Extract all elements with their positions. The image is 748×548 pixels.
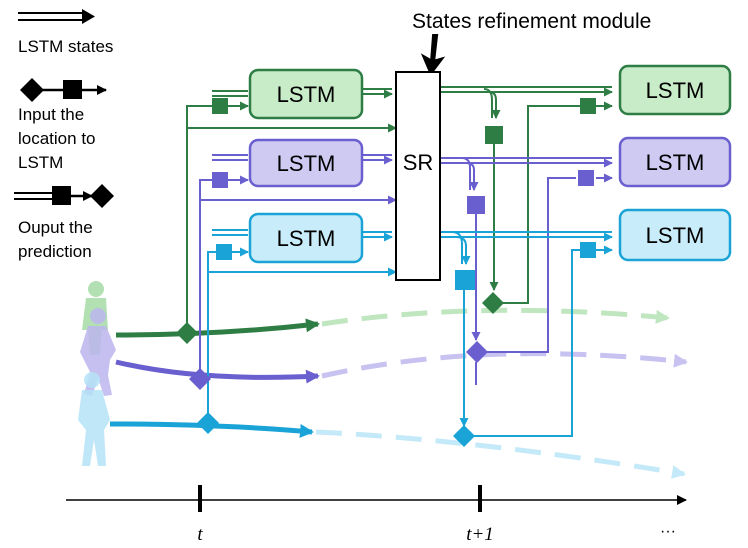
lstm-purple-t: LSTM xyxy=(248,138,364,188)
tick-t1-label: t+1 xyxy=(466,524,494,545)
input-square-green-t1 xyxy=(580,98,596,114)
axis-ellipsis: ··· xyxy=(660,523,676,540)
module-title: States refinement module xyxy=(412,10,651,33)
legend-states-label: LSTM states xyxy=(18,37,113,56)
legend-output-symbol xyxy=(14,184,114,208)
lstm-cyan-t1: LSTM xyxy=(618,208,732,262)
input-square-purple-t1 xyxy=(578,170,594,186)
legend-states-arrow xyxy=(18,9,95,24)
tick-t-label: t xyxy=(197,524,203,545)
lstm-label: LSTM xyxy=(646,223,705,248)
sr-label: SR xyxy=(403,150,434,175)
diamond-icon xyxy=(90,184,114,208)
prediction-diamond-purple xyxy=(466,341,488,363)
lstm-cyan-t: LSTM xyxy=(248,212,364,264)
legend-input-line-2: location to xyxy=(18,129,96,148)
location-diamond-green-t xyxy=(176,322,198,344)
lstm-label: LSTM xyxy=(277,82,336,107)
lstm-label: LSTM xyxy=(277,226,336,251)
trajectory-green-predicted xyxy=(321,307,670,327)
square-icon xyxy=(52,186,71,205)
lstm-purple-t1: LSTM xyxy=(618,136,732,188)
legend-output-line-2: prediction xyxy=(18,242,92,261)
input-square-cyan-t1 xyxy=(580,242,596,258)
time-axis: t t+1 ··· xyxy=(66,485,687,545)
lstm-label: LSTM xyxy=(646,150,705,175)
output-square-green xyxy=(485,126,503,144)
legend-output-line-1: Ouput the xyxy=(18,218,93,237)
diamond-icon xyxy=(20,78,44,102)
legend-input-line-3: LSTM xyxy=(18,153,63,172)
output-square-cyan xyxy=(455,270,475,290)
legend-input-symbol xyxy=(20,78,107,102)
trajectory-purple-predicted xyxy=(321,351,688,379)
legend-input-line-1: Input the xyxy=(18,105,84,124)
lstm-label: LSTM xyxy=(646,78,705,103)
location-diamond-cyan-t xyxy=(197,412,219,434)
person-cyan-icon xyxy=(78,372,110,466)
input-square-cyan-t xyxy=(216,244,232,260)
square-icon xyxy=(63,80,82,99)
lstm-green-t1: LSTM xyxy=(618,64,732,116)
trajectory-green-observed xyxy=(115,318,320,338)
input-square-purple-t xyxy=(212,172,228,188)
pedestrian-silhouettes xyxy=(78,281,116,466)
location-diamond-purple-t xyxy=(189,368,211,390)
trajectory-cyan-predicted xyxy=(315,429,686,479)
trajectory-purple-observed xyxy=(115,359,320,384)
module-title-pointer xyxy=(420,34,446,76)
legend: LSTM states Input the location to LSTM O… xyxy=(14,9,114,261)
purple-connections xyxy=(199,154,613,385)
output-square-purple xyxy=(467,196,485,214)
prediction-diamond-green xyxy=(482,292,504,314)
cyan-connections xyxy=(207,229,613,437)
lstm-green-t: LSTM xyxy=(248,68,364,120)
green-connections xyxy=(186,86,613,333)
sr-module xyxy=(395,71,441,281)
input-square-green-t xyxy=(212,98,228,114)
prediction-diamond-cyan xyxy=(453,425,475,447)
lstm-label: LSTM xyxy=(277,151,336,176)
